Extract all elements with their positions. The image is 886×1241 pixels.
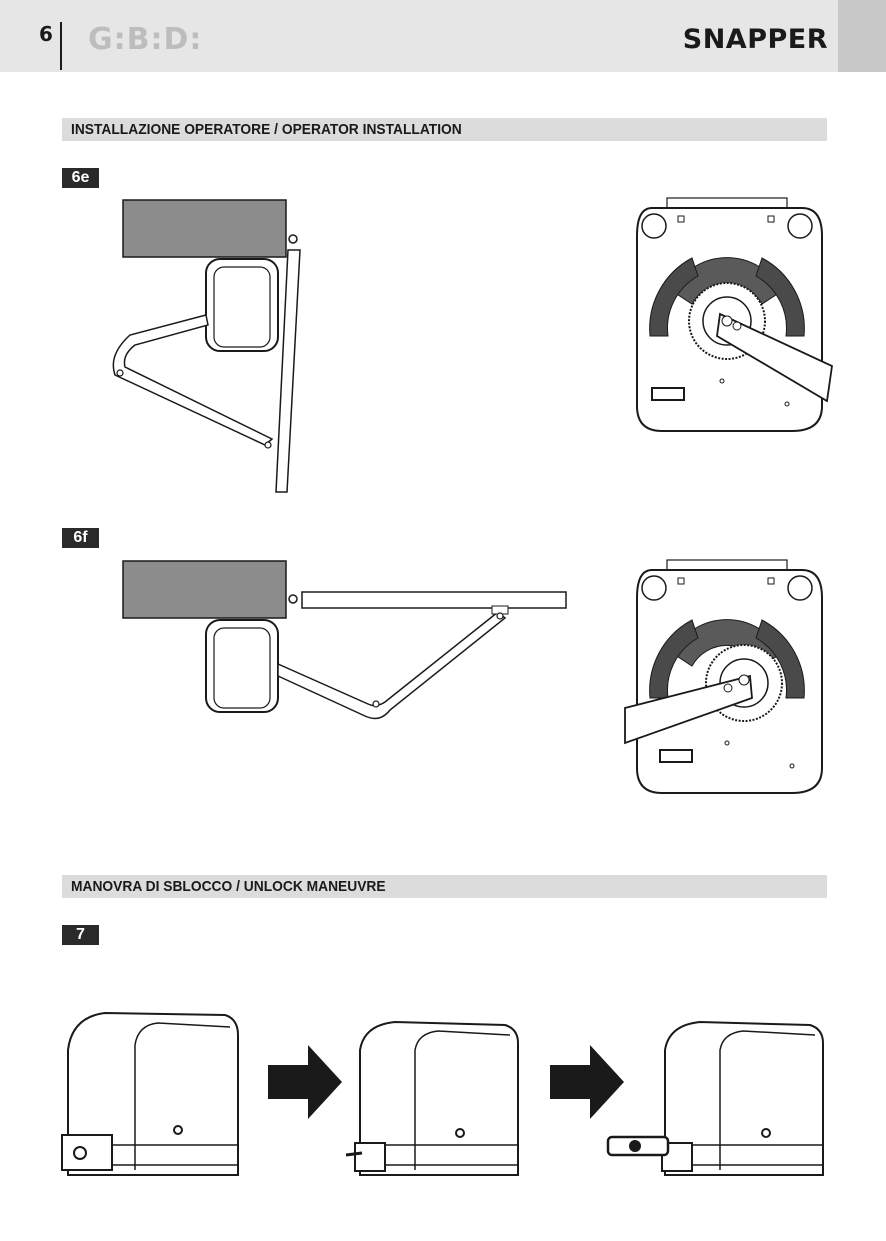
figure-6f-dial-detail xyxy=(624,559,823,794)
section-title-text: INSTALLAZIONE OPERATORE / OPERATOR INSTA… xyxy=(71,121,462,138)
header-tab xyxy=(838,0,886,72)
operator-step-2 xyxy=(345,1020,519,1176)
section-title-unlock: MANOVRA DI SBLOCCO / UNLOCK MANEUVRE xyxy=(62,875,827,898)
figure-6f-operator-diagram xyxy=(122,560,567,720)
page-header xyxy=(0,0,886,72)
figure-label-6f: 6f xyxy=(62,528,99,548)
page-number: 6 xyxy=(39,22,53,46)
header-divider xyxy=(60,22,62,70)
figure-label-7: 7 xyxy=(62,925,99,945)
figure-label-6e: 6e xyxy=(62,168,99,188)
gbd-logo: G:B:D: xyxy=(88,22,203,57)
figure-6e-dial-detail xyxy=(636,197,833,432)
arrow-right-icon xyxy=(550,1045,624,1119)
product-name: SNAPPER xyxy=(682,24,828,55)
operator-step-3 xyxy=(606,1020,824,1176)
section-title-installation: INSTALLAZIONE OPERATORE / OPERATOR INSTA… xyxy=(62,118,827,141)
figure-6e-operator-diagram xyxy=(112,199,301,493)
arrow-right-icon xyxy=(268,1045,342,1119)
operator-step-1 xyxy=(61,1011,239,1176)
section-title-text: MANOVRA DI SBLOCCO / UNLOCK MANEUVRE xyxy=(71,878,386,895)
figure-7-unlock-sequence xyxy=(61,1011,824,1176)
